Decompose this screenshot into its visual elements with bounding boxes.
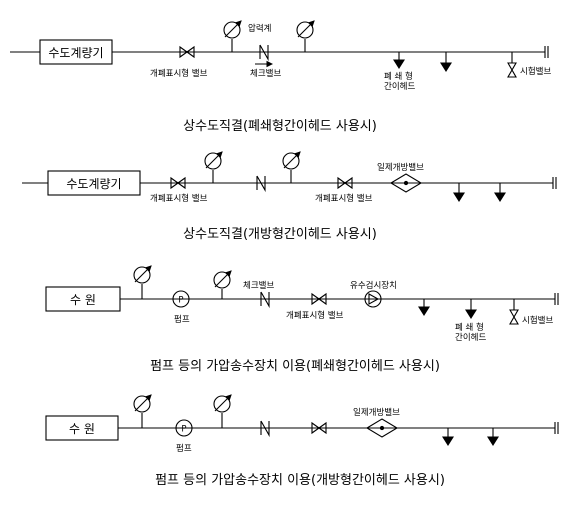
pump-4: P — [175, 419, 193, 437]
test-valve-label-1: 시험밸브 — [520, 66, 551, 77]
flow-switch-label-3: 유수검시장치 — [350, 280, 397, 291]
check-valve-label-1: 체크밸브 — [250, 68, 281, 79]
pump-label-4: 펌프 — [176, 443, 192, 454]
valve-indicator-3 — [311, 292, 327, 306]
closed-head-3a — [418, 299, 430, 317]
check-valve-1 — [259, 44, 269, 62]
gauge-4b — [213, 394, 232, 428]
deluge-valve-label-4: 일제개방밸브 — [353, 407, 400, 418]
test-valve-3 — [509, 309, 519, 325]
valve-indicator-2b — [337, 176, 353, 190]
pump-label-3: 펌프 — [174, 314, 190, 325]
caption-3: 펌프 등의 가압송수장치 이용(폐쇄형간이헤드 사용시) — [150, 359, 440, 374]
end-cap-1 — [544, 46, 549, 58]
water-meter-label-2: 수도계량기 — [66, 177, 121, 191]
caption-4: 펌프 등의 가압송수장치 이용(개방형간이헤드 사용시) — [155, 473, 445, 488]
svg-text:P: P — [178, 296, 183, 306]
open-head-2b — [494, 183, 506, 203]
gauge-2b — [282, 151, 301, 183]
closed-head-1b — [440, 52, 452, 73]
closed-head-3b — [465, 299, 477, 320]
gauge-1b — [296, 20, 315, 52]
valve-indicator-4 — [311, 421, 327, 435]
water-source-label-4: 수 원 — [69, 422, 95, 436]
deluge-valve-4 — [365, 418, 399, 438]
open-head-4a — [442, 428, 454, 447]
check-valve-2 — [256, 175, 266, 193]
closed-head-1a — [393, 52, 405, 70]
test-valve-label-3: 시험밸브 — [522, 315, 553, 326]
pressure-gauge-label-1: 압력계 — [248, 23, 271, 34]
svg-text:P: P — [181, 425, 186, 435]
check-valve-3 — [260, 291, 270, 309]
end-cap-4 — [554, 422, 559, 434]
water-meter-label-1: 수도계량기 — [48, 46, 103, 60]
valve-indicator-label-1: 개폐표시형 밸브 — [150, 68, 208, 79]
check-valve-label-3: 체크밸브 — [243, 280, 274, 291]
end-cap-3 — [554, 293, 559, 305]
gauge-2a — [204, 151, 223, 183]
valve-indicator-label-2b: 개폐표시형 밸브 — [315, 193, 373, 204]
valve-indicator-label-3: 개폐표시형 밸브 — [286, 310, 344, 321]
gauge-4a — [133, 394, 152, 428]
gauge-1a — [223, 20, 242, 52]
check-valve-4 — [260, 420, 270, 438]
flow-switch-3 — [364, 290, 382, 308]
end-cap-2 — [552, 177, 557, 189]
deluge-valve-label-2: 일제개방밸브 — [377, 162, 424, 173]
caption-1: 상수도직결(폐쇄형간이헤드 사용시) — [183, 119, 377, 134]
water-source-label-3: 수 원 — [70, 293, 96, 307]
valve-indicator-label-2a: 개폐표시형 밸브 — [150, 193, 208, 204]
open-head-2a — [453, 183, 465, 203]
open-head-4b — [487, 428, 499, 447]
deluge-valve-2 — [389, 173, 423, 193]
valve-indicator-2a — [170, 176, 186, 190]
gauge-3a — [133, 265, 152, 299]
valve-indicator-1 — [179, 45, 195, 59]
pump-3: P — [172, 290, 190, 308]
test-valve-1 — [507, 62, 517, 78]
caption-2: 상수도직결(개방형간이헤드 사용시) — [183, 227, 377, 242]
gauge-3b — [213, 270, 232, 299]
